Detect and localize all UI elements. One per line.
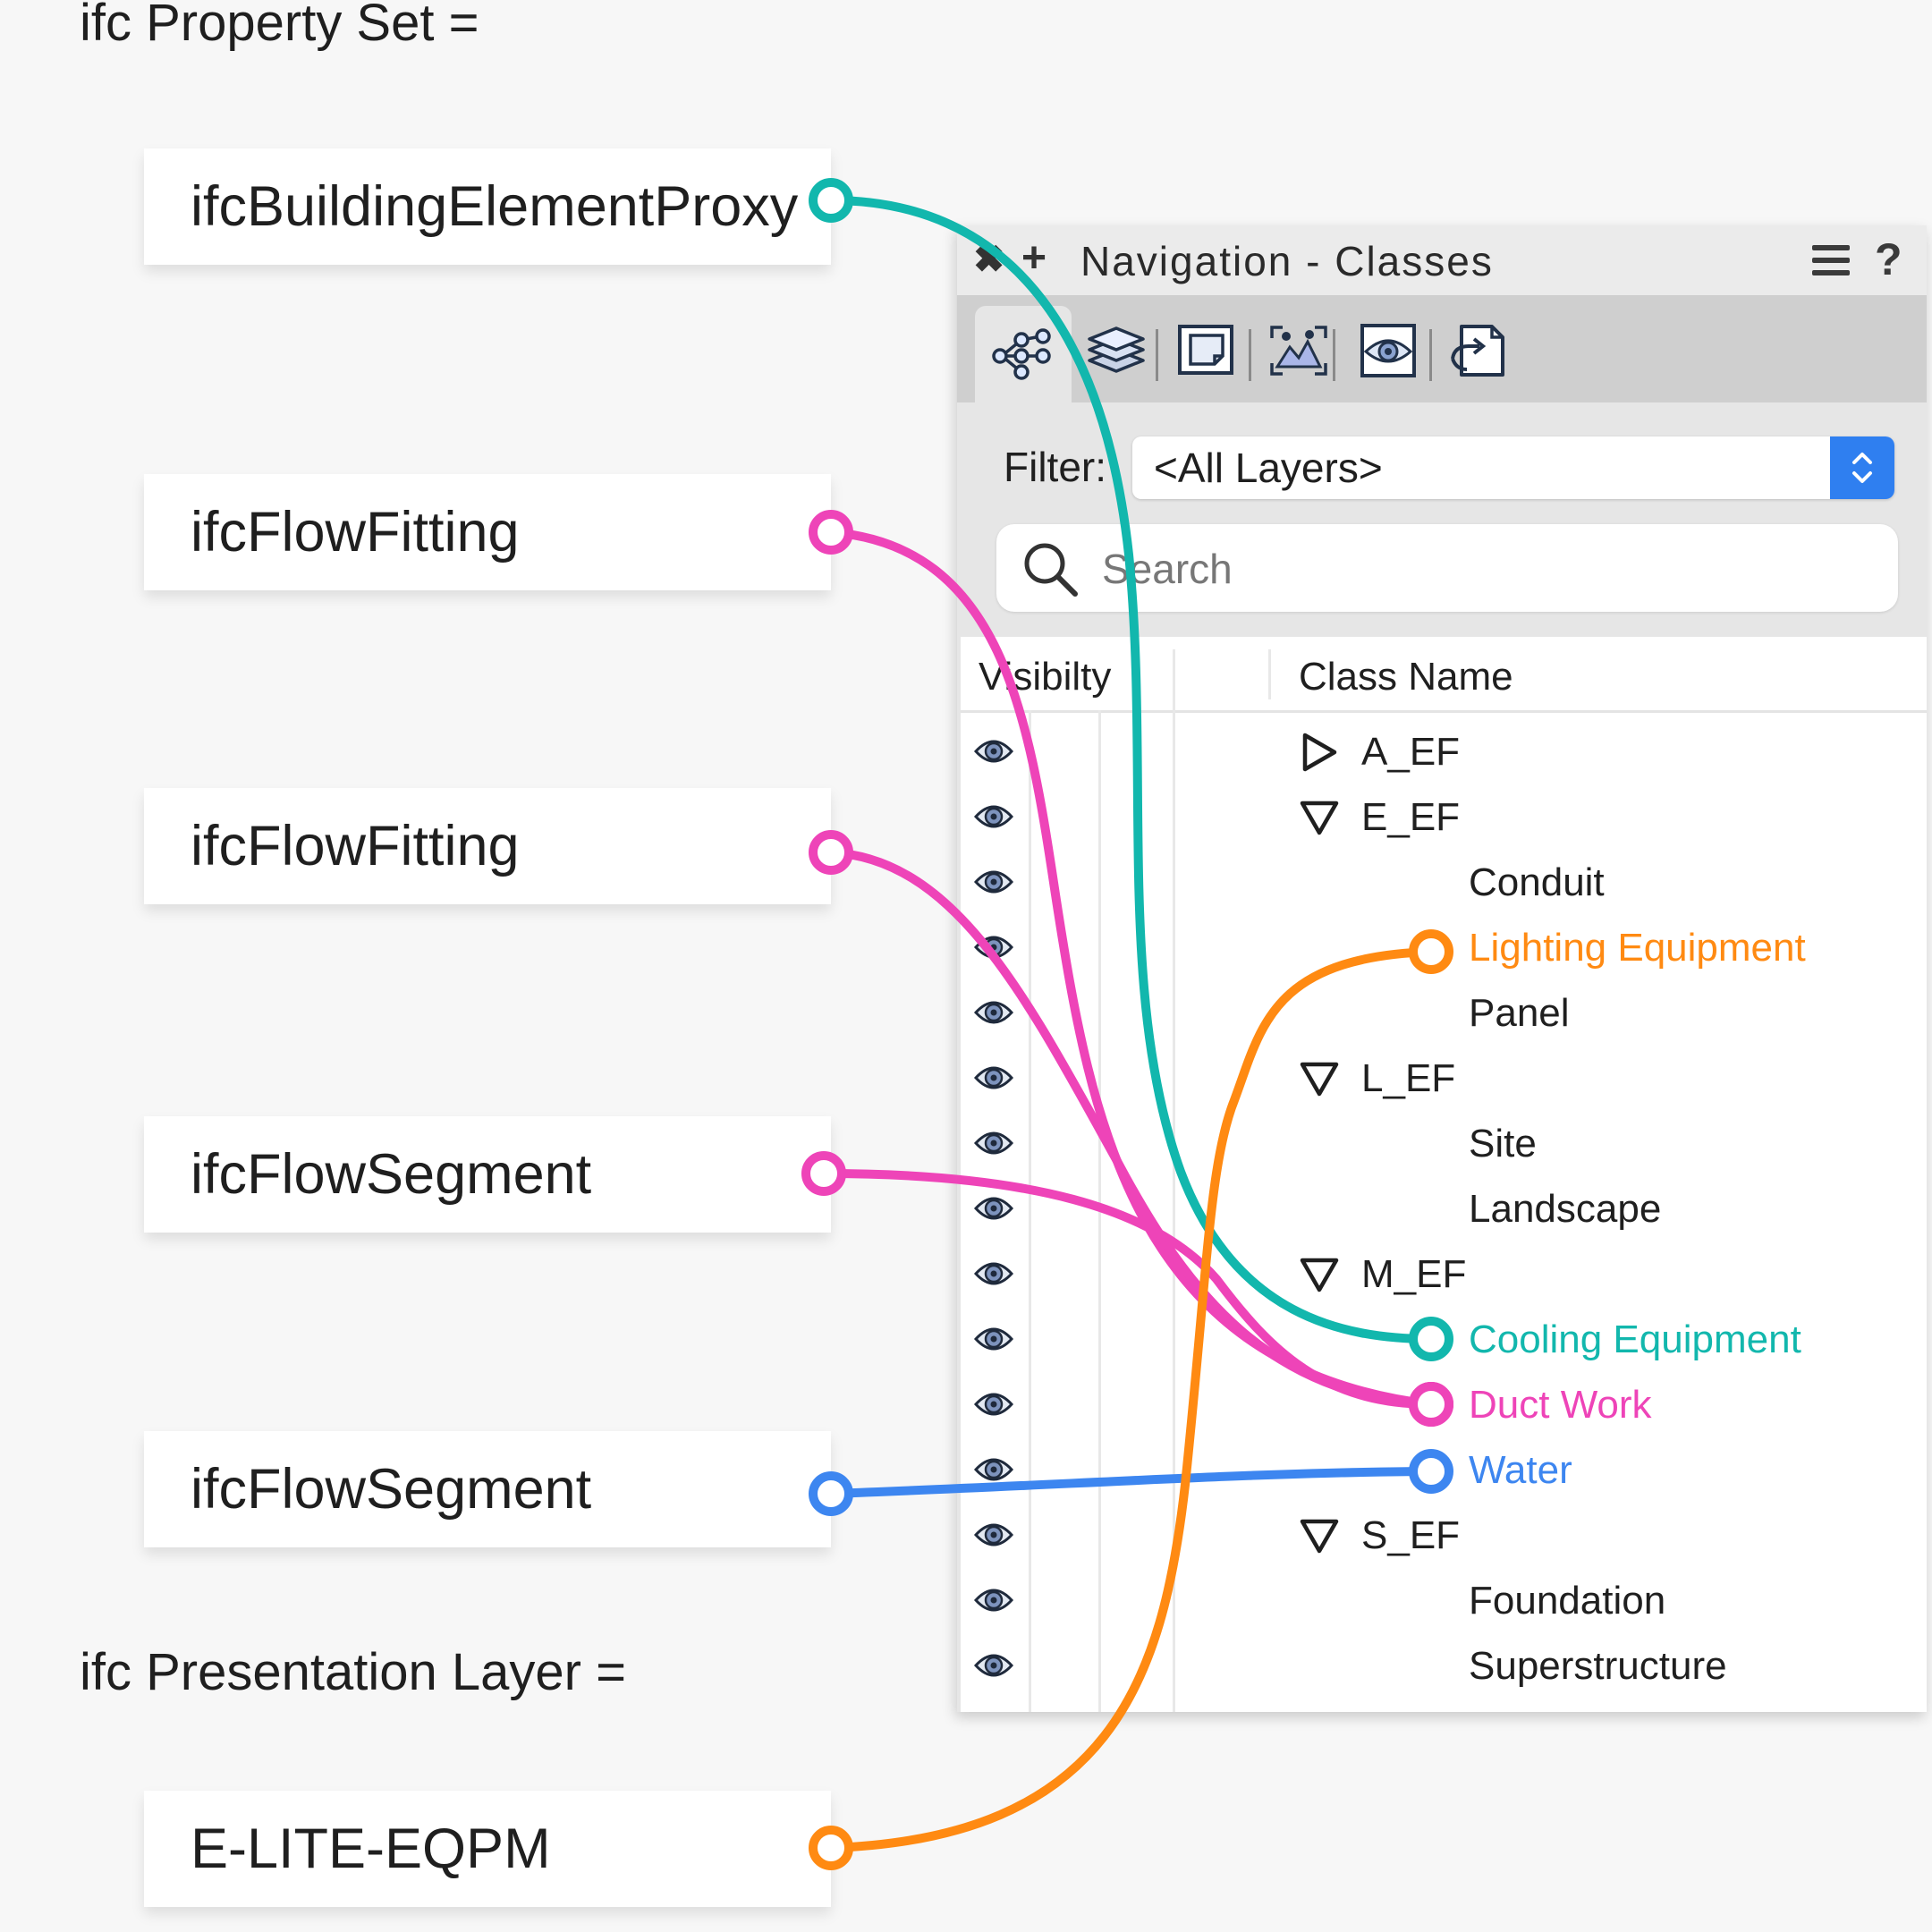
table-row[interactable]: E_EF	[961, 784, 1927, 850]
help-icon[interactable]: ?	[1875, 234, 1902, 284]
close-icon[interactable]: ✖	[973, 238, 1005, 280]
class-name-label: Cooling Equipment	[1469, 1318, 1801, 1361]
search-placeholder: Search	[1102, 546, 1233, 592]
table-row[interactable]: S_EF	[961, 1503, 1927, 1568]
collapse-triangle-icon[interactable]	[1299, 1058, 1340, 1099]
eye-icon[interactable]	[973, 862, 1014, 902]
add-icon[interactable]: +	[1021, 234, 1047, 282]
column-header-class-name[interactable]: Class Name	[1299, 655, 1513, 699]
eye-icon[interactable]	[973, 1450, 1014, 1489]
collapse-triangle-icon[interactable]	[1299, 1515, 1340, 1556]
reference-icon	[1451, 325, 1504, 377]
filter-value: <All Layers>	[1154, 445, 1383, 491]
table-row[interactable]: A_EF	[961, 719, 1927, 784]
table-row[interactable]: Panel	[961, 980, 1927, 1046]
table-row[interactable]: Lighting Equipment	[961, 915, 1927, 980]
layer-box-e-lite-eqpm[interactable]: E-LITE-EQPM	[144, 1791, 831, 1907]
search-icon	[1024, 543, 1078, 597]
pset-label: ifcFlowFitting	[191, 815, 520, 877]
class-name-label: Water	[1469, 1448, 1572, 1492]
menu-icon[interactable]	[1812, 245, 1850, 275]
pset-label: ifcBuildingElementProxy	[191, 175, 799, 238]
table-row[interactable]: Foundation	[961, 1568, 1927, 1633]
column-header-visibility[interactable]: Visibilty	[979, 655, 1112, 699]
pset-box-flow-fitting-1[interactable]: ifcFlowFitting	[144, 474, 831, 590]
eye-icon[interactable]	[973, 928, 1014, 967]
table-header: Visibilty Class Name	[961, 637, 1927, 713]
eye-icon[interactable]	[973, 993, 1014, 1032]
eye-icon[interactable]	[973, 1580, 1014, 1620]
eye-icon[interactable]	[973, 1319, 1014, 1359]
pset-label: ifcFlowFitting	[191, 501, 520, 564]
tab-layers[interactable]	[1073, 308, 1159, 394]
property-set-heading: ifc Property Set =	[80, 0, 479, 52]
navigation-classes-panel: ✖ + Navigation - Classes ?	[957, 225, 1927, 1712]
search-input[interactable]: Search	[996, 524, 1898, 612]
sheet-icon	[1178, 325, 1233, 375]
class-name-label: M_EF	[1361, 1252, 1467, 1296]
table-row[interactable]: Duct Work	[961, 1372, 1927, 1437]
chevron-up-down-icon[interactable]	[1830, 436, 1894, 499]
class-name-label: L_EF	[1361, 1056, 1456, 1100]
layer-label: E-LITE-EQPM	[191, 1818, 551, 1880]
table-row[interactable]: L_EF	[961, 1046, 1927, 1111]
table-row[interactable]: Conduit	[961, 850, 1927, 915]
eye-icon[interactable]	[973, 797, 1014, 836]
tab-visibility[interactable]	[1345, 308, 1431, 394]
eye-icon[interactable]	[973, 1189, 1014, 1228]
class-name-label: S_EF	[1361, 1513, 1461, 1557]
tab-sheets[interactable]	[1165, 308, 1250, 394]
class-name-label: Panel	[1469, 991, 1570, 1035]
eye-icon[interactable]	[973, 732, 1014, 771]
tab-references[interactable]	[1436, 308, 1522, 394]
eye-icon[interactable]	[973, 1385, 1014, 1424]
class-name-label: Foundation	[1469, 1579, 1666, 1623]
table-row[interactable]: Water	[961, 1437, 1927, 1503]
pset-label: ifcFlowSegment	[191, 1143, 592, 1206]
class-hierarchy-icon	[992, 328, 1051, 380]
class-name-label: Lighting Equipment	[1469, 926, 1806, 970]
panel-titlebar: ✖ + Navigation - Classes ?	[957, 225, 1927, 295]
class-name-label: Site	[1469, 1122, 1537, 1165]
eye-icon[interactable]	[973, 1123, 1014, 1163]
layer-filter-select[interactable]: <All Layers>	[1132, 436, 1894, 499]
table-row[interactable]: Superstructure	[961, 1633, 1927, 1699]
eye-icon[interactable]	[973, 1646, 1014, 1685]
pset-box-flow-segment-2[interactable]: ifcFlowSegment	[144, 1431, 831, 1547]
class-name-label: Conduit	[1469, 860, 1605, 904]
panel-title: Navigation - Classes	[1080, 238, 1494, 284]
panel-tabbar	[957, 295, 1927, 402]
expand-triangle-icon[interactable]	[1299, 732, 1340, 773]
table-row[interactable]: Site	[961, 1111, 1927, 1176]
eye-icon[interactable]	[973, 1058, 1014, 1097]
table-row[interactable]: Landscape	[961, 1176, 1927, 1241]
presentation-layer-heading: ifc Presentation Layer =	[80, 1643, 626, 1701]
pset-box-building-element-proxy[interactable]: ifcBuildingElementProxy	[144, 148, 831, 265]
pset-box-flow-fitting-2[interactable]: ifcFlowFitting	[144, 788, 831, 904]
class-name-label: A_EF	[1361, 730, 1461, 774]
visibility-icon	[1360, 324, 1416, 377]
tab-saved-views[interactable]	[1256, 308, 1342, 394]
eye-icon[interactable]	[973, 1254, 1014, 1293]
collapse-triangle-icon[interactable]	[1299, 797, 1340, 838]
eye-icon[interactable]	[973, 1515, 1014, 1555]
tab-classes[interactable]	[975, 306, 1072, 402]
filter-label: Filter:	[1004, 444, 1106, 490]
class-name-label: Duct Work	[1469, 1383, 1652, 1427]
saved-view-icon	[1270, 326, 1327, 376]
table-row[interactable]: M_EF	[961, 1241, 1927, 1307]
layers-icon	[1088, 326, 1145, 373]
class-name-label: Landscape	[1469, 1187, 1662, 1231]
pset-box-flow-segment-1[interactable]: ifcFlowSegment	[144, 1116, 831, 1233]
table-row[interactable]: Cooling Equipment	[961, 1307, 1927, 1372]
class-name-label: Superstructure	[1469, 1644, 1727, 1688]
class-name-label: E_EF	[1361, 795, 1461, 839]
collapse-triangle-icon[interactable]	[1299, 1254, 1340, 1295]
pset-label: ifcFlowSegment	[191, 1458, 592, 1521]
